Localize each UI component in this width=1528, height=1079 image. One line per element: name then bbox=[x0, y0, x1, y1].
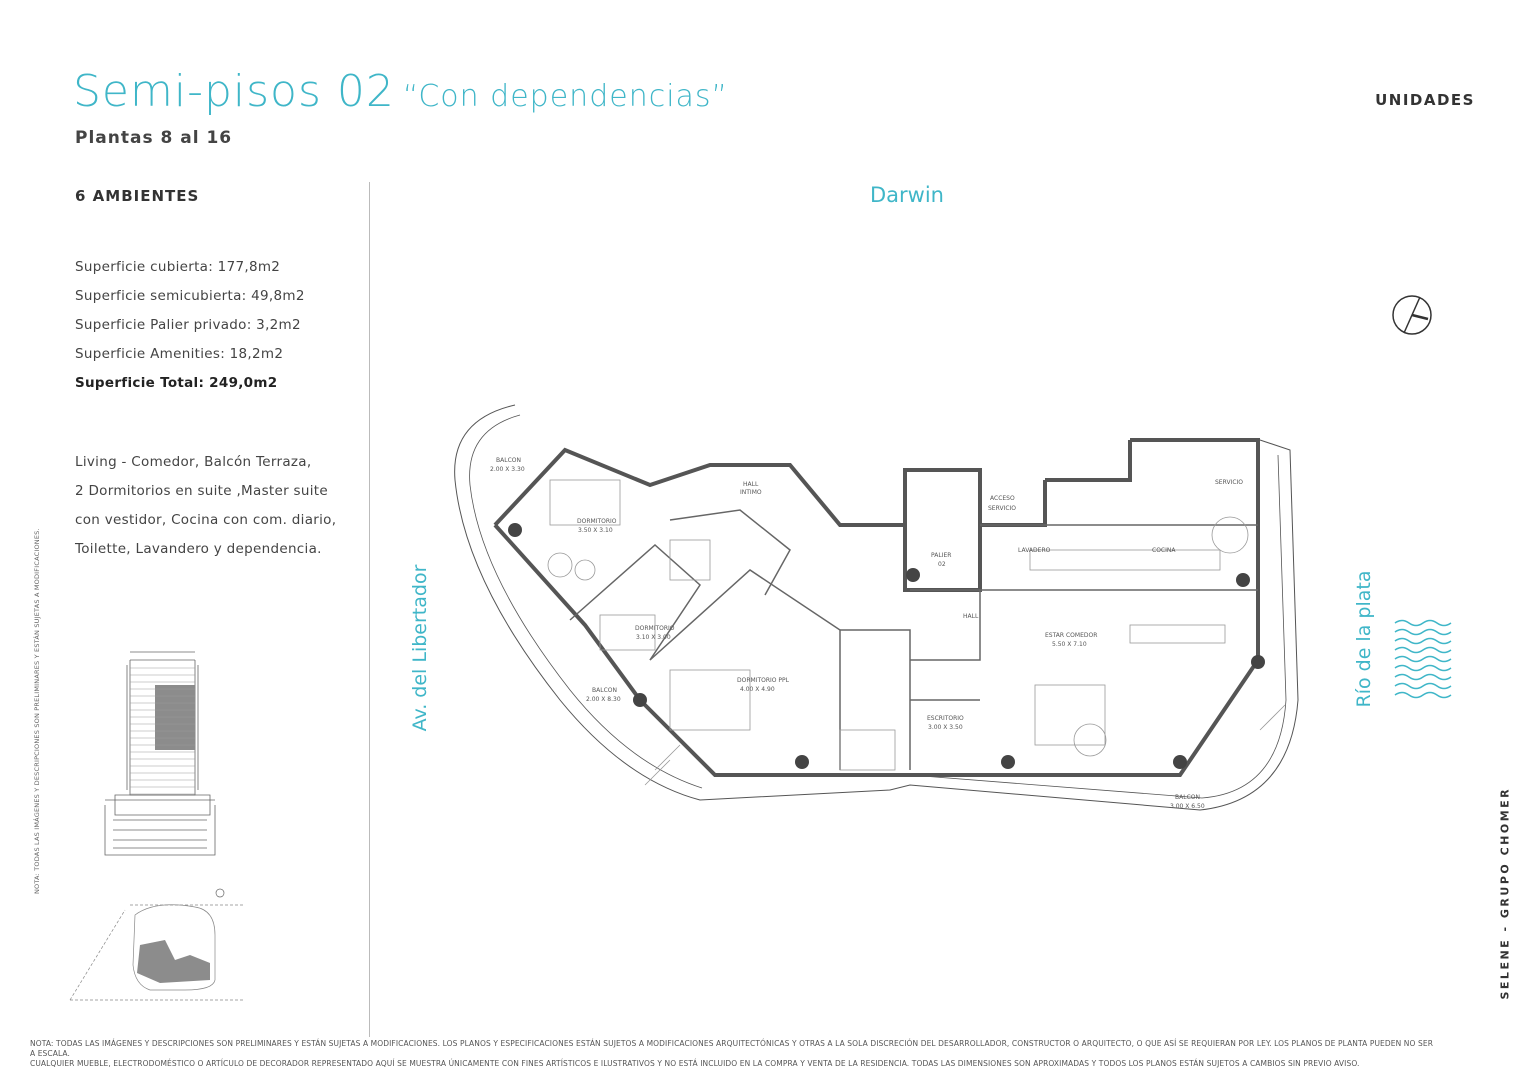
floors-label: Plantas 8 al 16 bbox=[75, 128, 233, 148]
title-subtitle: “Con dependencias” bbox=[402, 79, 729, 114]
north-compass-icon bbox=[1392, 295, 1432, 335]
building-elevation-drawing bbox=[104, 651, 216, 856]
footer-line: NOTA: TODAS LAS IMÁGENES Y DESCRIPCIONES… bbox=[30, 1039, 1434, 1058]
wave-line bbox=[1394, 637, 1452, 645]
street-rio-de-la-plata: Río de la plata bbox=[1353, 570, 1375, 708]
room-label: SERVICIO bbox=[1215, 479, 1243, 486]
room-label: DORMITORIO PPL bbox=[737, 677, 790, 684]
street-darwin: Darwin bbox=[870, 183, 944, 207]
water-waves-icon bbox=[1394, 619, 1452, 699]
wave-line bbox=[1394, 664, 1452, 672]
room-dimension: 5.50 X 7.10 bbox=[1052, 641, 1087, 648]
wave-line bbox=[1394, 628, 1452, 636]
wave-line bbox=[1394, 619, 1452, 627]
description-line: con vestidor, Cocina con com. diario, bbox=[75, 512, 337, 528]
surface-amenities: Superficie Amenities: 18,2m2 bbox=[75, 346, 284, 362]
room-label: BALCON bbox=[1175, 794, 1200, 801]
site-compass-icon bbox=[215, 888, 225, 898]
room-dimension: 3.00 X 3.50 bbox=[928, 724, 963, 731]
street-libertador: Av. del Libertador bbox=[409, 564, 431, 732]
room-dimension: 2.00 X 8.30 bbox=[586, 696, 621, 703]
site-plan-drawing bbox=[69, 888, 245, 1001]
title-main: Semi-pisos 02 bbox=[73, 66, 395, 117]
footer-disclaimer: NOTA: TODAS LAS IMÁGENES Y DESCRIPCIONES… bbox=[30, 1039, 1440, 1069]
ambientes-heading: 6 AMBIENTES bbox=[75, 187, 200, 205]
room-label: COCINA bbox=[1152, 547, 1176, 554]
wave-line bbox=[1394, 646, 1452, 654]
side-note: NOTA: TODAS LAS IMÁGENES Y DESCRIPCIONES… bbox=[33, 528, 41, 894]
room-label: BALCON bbox=[592, 687, 617, 694]
wave-line bbox=[1394, 691, 1452, 699]
room-label: HALL bbox=[743, 481, 759, 488]
wave-line bbox=[1394, 682, 1452, 690]
section-label: UNIDADES bbox=[1375, 91, 1475, 109]
description-line: Living - Comedor, Balcón Terraza, bbox=[75, 454, 312, 470]
room-label: SERVICIO bbox=[988, 505, 1016, 512]
description-line: 2 Dormitorios en suite ,Master suite bbox=[75, 483, 328, 499]
room-label: ACCESO bbox=[990, 495, 1015, 502]
highlighted-floors bbox=[155, 685, 195, 750]
room-dimension: 3.50 X 3.10 bbox=[578, 527, 613, 534]
room-label: LAVADERO bbox=[1018, 547, 1051, 554]
unit-description: Living - Comedor, Balcón Terraza, 2 Dorm… bbox=[75, 448, 365, 564]
room-label: ESTAR COMEDOR bbox=[1045, 632, 1097, 639]
room-label: PALIER bbox=[931, 552, 951, 559]
room-label: 02 bbox=[938, 561, 946, 568]
wave-line bbox=[1394, 655, 1452, 663]
description-line: Toilette, Lavandero y dependencia. bbox=[75, 541, 322, 557]
room-label: INTIMO bbox=[740, 489, 762, 496]
floor-plan: BALCON 2.00 X 3.30 DORMITORIO 3.50 X 3.1… bbox=[454, 404, 1299, 811]
room-dimension: 3.10 X 3.00 bbox=[636, 634, 671, 641]
surface-palier: Superficie Palier privado: 3,2m2 bbox=[75, 317, 301, 333]
room-dimension: 3.00 X 6.50 bbox=[1170, 803, 1205, 810]
brand-label: SELENE - GRUPO CHOMER bbox=[1498, 786, 1512, 1000]
surface-semicubierta: Superficie semicubierta: 49,8m2 bbox=[75, 288, 305, 304]
room-label: DORMITORIO bbox=[577, 518, 617, 525]
room-label: DORMITORIO bbox=[635, 625, 675, 632]
surface-cubierta: Superficie cubierta: 177,8m2 bbox=[75, 259, 281, 275]
room-label: HALL bbox=[963, 613, 979, 620]
room-dimension: 2.00 X 3.30 bbox=[490, 466, 525, 473]
wave-line bbox=[1394, 673, 1452, 681]
surface-total: Superficie Total: 249,0m2 bbox=[75, 375, 278, 391]
room-dimension: 4.00 X 4.90 bbox=[740, 686, 775, 693]
room-label: BALCON bbox=[496, 457, 521, 464]
vertical-divider bbox=[369, 182, 370, 1037]
page-title: Semi-pisos 02“Con dependencias” bbox=[73, 66, 728, 117]
surface-list: Superficie cubierta: 177,8m2 Superficie … bbox=[75, 253, 305, 398]
room-label: ESCRITORIO bbox=[927, 715, 964, 722]
footer-line: CUALQUIER MUEBLE, ELECTRODOMÉSTICO O ART… bbox=[30, 1059, 1360, 1068]
